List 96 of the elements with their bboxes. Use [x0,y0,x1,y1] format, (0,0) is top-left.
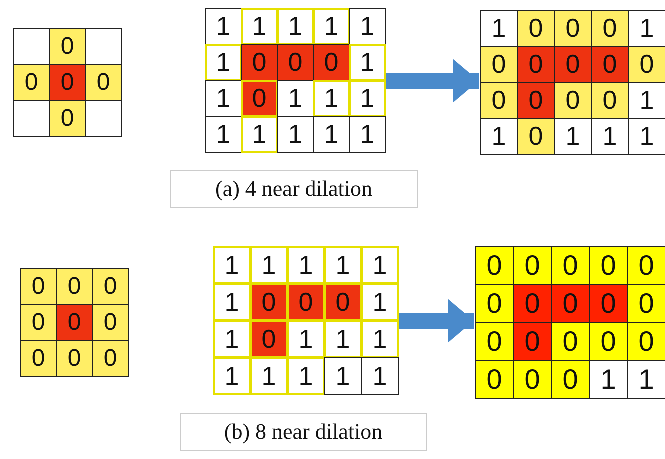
grid-cell: 0 [513,246,552,285]
grid-cell: 0 [517,10,555,47]
grid-cell: 0 [517,46,555,83]
grid-cell: 0 [49,100,86,137]
grid-cell: 0 [475,246,514,285]
grid-cell: 0 [513,360,552,399]
grid-cell: 0 [551,322,590,361]
grid-cell: 0 [551,284,590,323]
grid-cell: 0 [589,322,628,361]
caption: (a) 4 near dilation [170,170,418,208]
grid-cell: 1 [361,357,399,395]
grid-cell: 0 [517,82,555,119]
grid-cell: 0 [627,322,665,361]
grid-cell: 1 [361,246,399,284]
grid-cell: 1 [213,283,251,321]
grid-cell: 0 [241,80,278,117]
grid-cell: 0 [517,118,555,155]
grid-cell: 1 [287,320,325,358]
grid-cell: 0 [480,46,518,83]
grid-cell: 0 [92,304,129,341]
grid-cell: 1 [324,246,362,284]
grid-cell: 0 [554,10,592,47]
number-grid [213,246,398,394]
grid-cell: 1 [349,80,386,117]
grid-cell: 0 [20,304,57,341]
grid-cell: 0 [589,246,628,285]
grid-cell: 1 [241,116,278,153]
grid-cell: 0 [20,340,57,377]
grid-cell: 1 [313,8,350,45]
grid-cell: 1 [349,8,386,45]
grid-cell: 1 [480,118,518,155]
grid-cell: 0 [475,284,514,323]
arrow [399,299,474,343]
grid-cell: 1 [349,44,386,81]
grid-cell: 1 [205,8,242,45]
number-grid [480,10,665,154]
grid-cell: 1 [361,283,399,321]
grid-cell: 0 [277,44,314,81]
grid-cell: 1 [361,320,399,358]
grid-cell: 0 [324,283,362,321]
grid-cell: 0 [513,284,552,323]
grid-cell: 0 [513,322,552,361]
grid-cell: 0 [92,340,129,377]
grid-cell: 0 [49,64,86,101]
grid-cell: 0 [475,322,514,361]
grid-cell: 1 [213,357,251,395]
grid-cell: 0 [628,46,665,83]
grid-cell: 0 [551,246,590,285]
grid-cell: 0 [627,246,665,285]
grid-cell: 1 [241,8,278,45]
caption: (b) 8 near dilation [180,413,427,451]
grid-cell: 1 [313,80,350,117]
grid-cell: 0 [591,46,629,83]
grid-cell: 1 [213,246,251,284]
grid-cell: 1 [277,116,314,153]
grid-cell: 0 [250,283,288,321]
grid-cell: 1 [324,320,362,358]
grid-cell: 0 [480,82,518,119]
number-grid [13,28,121,136]
grid-cell: 0 [13,64,50,101]
grid-cell: 0 [56,304,93,341]
grid-cell: 0 [20,268,57,305]
grid-cell: 1 [480,10,518,47]
grid-cell: 0 [551,360,590,399]
grid-cell: 0 [56,340,93,377]
grid-cell: 1 [205,116,242,153]
grid-cell: 1 [324,357,362,395]
grid-cell: 1 [287,246,325,284]
grid-cell: 0 [627,284,665,323]
grid-cell: 0 [241,44,278,81]
grid-cell: 1 [287,357,325,395]
grid-cell: 0 [591,82,629,119]
grid-cell: 0 [92,268,129,305]
grid-cell: 1 [213,320,251,358]
grid-cell: 1 [205,44,242,81]
grid-cell: 0 [591,10,629,47]
grid-cell: 1 [250,246,288,284]
grid-cell: 0 [554,82,592,119]
number-grid [20,268,128,376]
grid-cell: 1 [349,116,386,153]
grid-cell: 0 [313,44,350,81]
grid-cell: 0 [554,46,592,83]
grid-cell: 1 [205,80,242,117]
grid-cell: 0 [589,284,628,323]
grid-cell: 0 [475,360,514,399]
number-grid [475,246,665,398]
grid-cell: 1 [313,116,350,153]
grid-cell: 1 [250,357,288,395]
grid-cell: 0 [250,320,288,358]
grid-cell: 1 [277,8,314,45]
grid-cell: 0 [85,64,122,101]
arrow [386,59,479,103]
number-grid [205,8,385,152]
grid-cell: 0 [49,28,86,65]
grid-cell: 0 [56,268,93,305]
grid-cell: 0 [287,283,325,321]
